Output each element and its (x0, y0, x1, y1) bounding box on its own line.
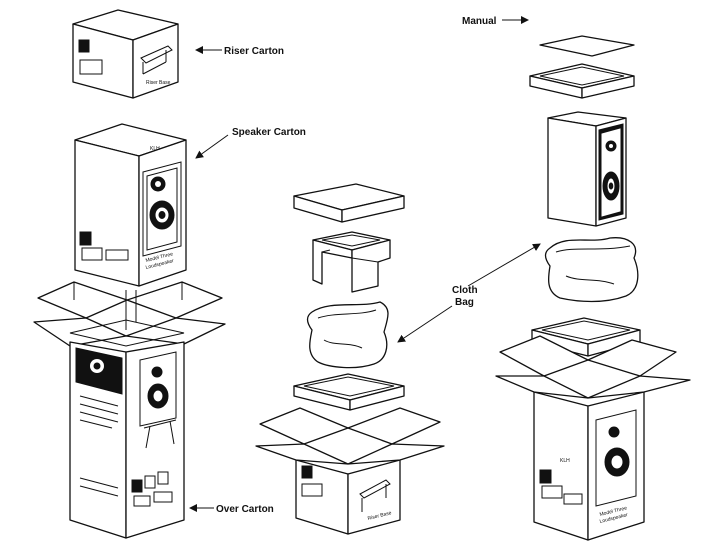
cloth-bag-callout: Cloth Bag (397, 243, 541, 343)
brand-print-right: KLH (560, 458, 570, 464)
over-carton-label: Over Carton (216, 504, 274, 515)
brand-logo-icon (301, 465, 313, 479)
fragile-icon (144, 475, 156, 489)
brand-logo-icon (78, 39, 90, 53)
middle-open-carton: Riser Base (255, 373, 445, 535)
riser-carton-label: Riser Carton (224, 46, 284, 57)
speaker-carton-callout: Speaker Carton (195, 127, 306, 159)
riser-base-stand (312, 231, 391, 293)
brand-logo-icon (79, 231, 92, 246)
brand-logo-icon (539, 469, 552, 484)
right-top-tray (529, 63, 635, 99)
cloth-bag-label-line1: Cloth (452, 285, 478, 296)
riser-base-print-2: Riser Base (367, 510, 392, 522)
brand-print: KLH (150, 146, 160, 152)
riser-carton: Riser Base (72, 9, 179, 99)
cloth-bag-right (544, 237, 639, 303)
right-open-carton: Model Three Loudspeaker KLH (495, 317, 691, 541)
speaker-carton-label: Speaker Carton (232, 127, 306, 138)
cloth-bag-middle (306, 301, 389, 369)
over-carton-callout: Over Carton (189, 504, 274, 515)
this-side-up-icon (157, 471, 169, 485)
riser-carton-callout: Riser Carton (195, 46, 284, 57)
over-carton (33, 281, 226, 539)
cloth-bag-label-line2: Bag (455, 297, 474, 308)
riser-base-print: Riser Base (146, 80, 171, 86)
manual-callout: Manual (462, 16, 529, 27)
brand-logo-icon (131, 479, 143, 493)
manual-label: Manual (462, 16, 497, 27)
speaker-carton: Model Three Loudspeaker KLH (74, 123, 187, 287)
riser-top-lid (293, 183, 405, 223)
loudspeaker (547, 111, 627, 227)
manual-sheet (539, 35, 635, 57)
